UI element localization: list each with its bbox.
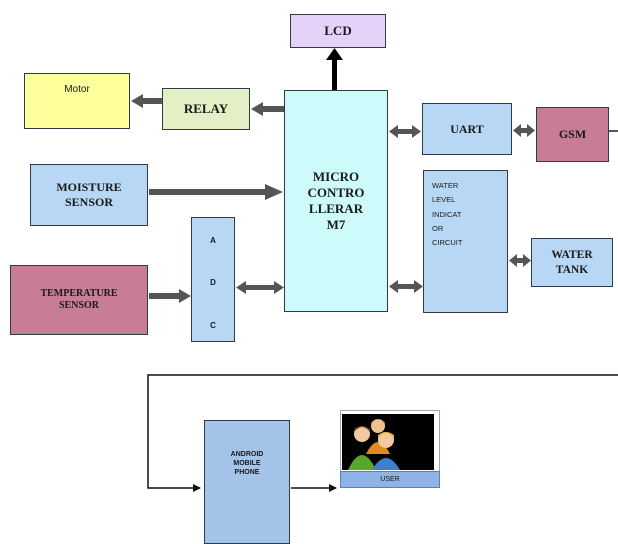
moisture-to-mcu-arrow — [149, 184, 283, 200]
mcu-to-relay-arrow — [251, 102, 284, 116]
relay-to-motor-arrow — [131, 94, 162, 108]
motor-label: Motor — [64, 84, 90, 95]
temperature-to-adc-arrow — [149, 289, 191, 303]
adc-block: A D C — [191, 217, 235, 342]
water-level-indicator-label: WATER LEVEL INDICAT OR CIRCUIT — [432, 181, 463, 247]
lcd-block: LCD — [290, 14, 386, 48]
water-tank-block: WATER TANK — [531, 238, 613, 287]
moisture-sensor-label: MOISTURE SENSOR — [56, 180, 122, 209]
gsm-label: GSM — [558, 127, 587, 141]
relay-block: RELAY — [162, 88, 250, 130]
water-level-indicator-block: WATER LEVEL INDICAT OR CIRCUIT — [423, 170, 508, 313]
waterlevel-tank-double-arrow — [509, 254, 531, 267]
adc-letter-d: D — [210, 278, 216, 287]
microcontroller-label: MICRO CONTRO LLERAR M7 — [307, 168, 365, 233]
uart-gsm-double-arrow — [513, 124, 535, 137]
android-phone-block: ANDROID MOBILE PHONE — [204, 420, 290, 544]
uart-block: UART — [422, 103, 512, 155]
motor-block: Motor — [24, 73, 130, 129]
mcu-uart-double-arrow — [389, 125, 421, 138]
user-label-bar: USER — [340, 471, 440, 488]
water-tank-label: WATER TANK — [551, 249, 593, 276]
mcu-to-lcd-arrow — [326, 48, 343, 90]
user-label: USER — [380, 476, 400, 483]
user-group-icon — [342, 414, 434, 470]
microcontroller-block: MICRO CONTRO LLERAR M7 — [284, 90, 388, 312]
feedback-loop-line — [147, 374, 618, 492]
adc-letter-c: C — [210, 321, 216, 330]
uart-label: UART — [450, 121, 484, 136]
lcd-label: LCD — [324, 23, 352, 38]
mcu-waterlevel-double-arrow — [389, 280, 423, 293]
temperature-sensor-label: TEMPERATURE SENSOR — [40, 287, 118, 312]
moisture-sensor-block: MOISTURE SENSOR — [30, 164, 148, 226]
adc-mcu-double-arrow — [236, 281, 284, 294]
relay-label: RELAY — [183, 101, 229, 116]
android-phone-label: ANDROID MOBILE PHONE — [230, 451, 264, 476]
adc-letter-a: A — [210, 236, 216, 245]
temperature-sensor-block: TEMPERATURE SENSOR — [10, 265, 148, 335]
gsm-block: GSM — [536, 107, 609, 162]
